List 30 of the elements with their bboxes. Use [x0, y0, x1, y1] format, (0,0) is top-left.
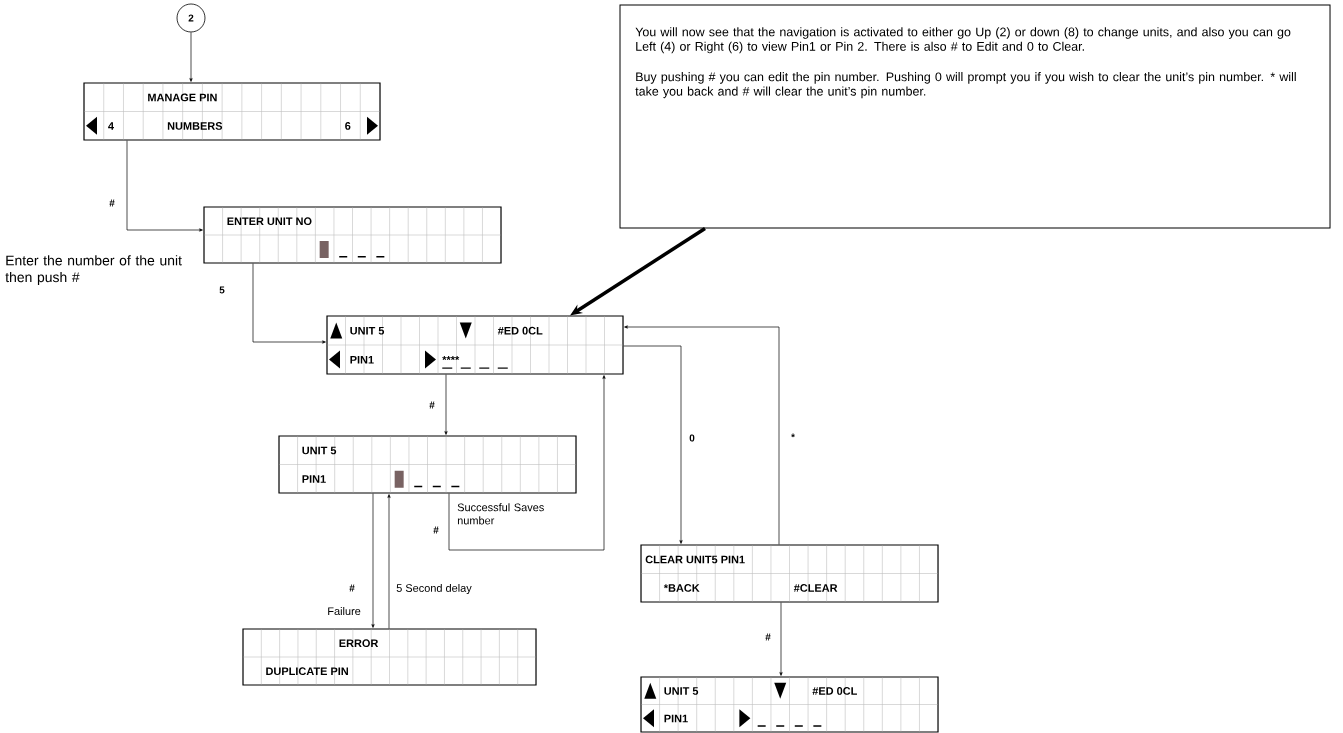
arrow: [623, 345, 683, 544]
lcd-screen: UNIT 5 #ED 0CL PIN1 ****: [326, 315, 624, 375]
arrow: [387, 494, 391, 629]
edge-label: #: [108, 198, 116, 208]
lcd-screen: UNIT 5 #ED 0CL PIN1: [640, 676, 939, 733]
edge-label: #: [348, 583, 356, 593]
arrow: [126, 140, 203, 232]
arrow: [371, 493, 375, 628]
note-text: Enter the number of the unit then push #: [5, 255, 182, 285]
lcd-screen: CLEAR UNIT5 PIN1 *BACK #CLEAR: [640, 544, 939, 603]
arrow: [189, 32, 193, 82]
edge-label: #: [432, 525, 440, 535]
note-text: Failure: [328, 607, 361, 616]
edge-label: *: [790, 432, 796, 442]
lcd-screen: MANAGE PIN 4 NUMBERS 6: [83, 82, 381, 141]
edge-label: 0: [688, 433, 696, 443]
edge-label: #: [764, 632, 772, 642]
note-text: Successful Saves number: [457, 503, 544, 525]
arrow: [448, 375, 606, 551]
edge-label: #: [428, 400, 436, 410]
arrow: [779, 602, 783, 676]
arrow: [252, 263, 326, 344]
lcd-screen: ERROR DUPLICATE PIN: [242, 628, 537, 686]
arrow: [444, 374, 448, 435]
lcd-screen: UNIT 5 PIN1: [278, 435, 577, 494]
arrow: [624, 325, 780, 545]
edge-label: 5 Second delay: [395, 582, 473, 596]
lcd-screen: ENTER UNIT NO: [203, 206, 502, 264]
edge-label: 5: [218, 285, 226, 295]
note-box: You will now see that the navigation is activated to either go Up (2) or down (8) to change units, and also you can go Left (4) or Right (6) to view Pin1 or Pin 2. There is also # to Edit and 0 to Clear. Buy pushing # you can edit the pin number. Pushing 0 will prompt you if you wish to clear the unit’s pin number. * will take you back and # will clear the unit’s pin number.: [619, 4, 1331, 229]
